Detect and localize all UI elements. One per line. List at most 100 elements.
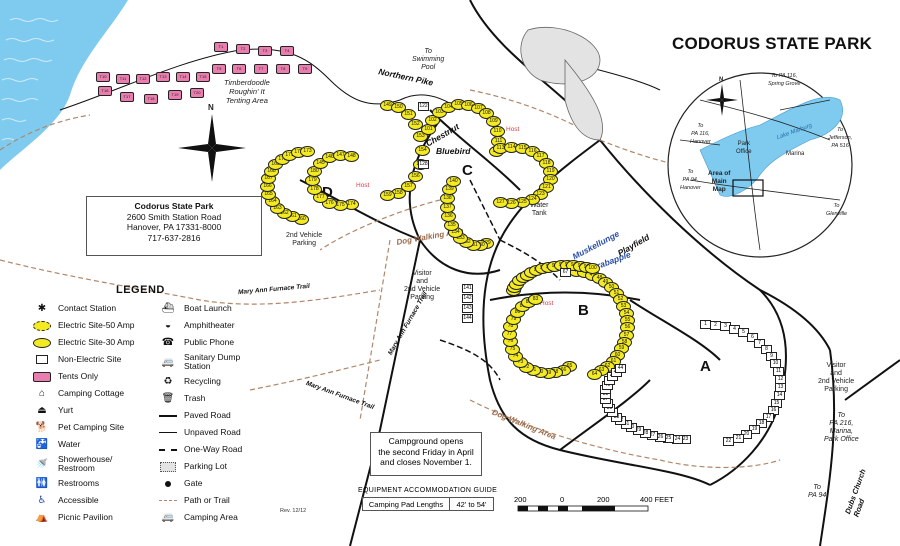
park-address: 2600 Smith Station Road [126, 211, 222, 222]
legend-right-item: Paved Road [158, 407, 242, 424]
tent-site[interactable]: T2 [236, 44, 250, 54]
campsite-a[interactable]: 44 [615, 364, 626, 373]
tent-site[interactable]: T11 [116, 74, 130, 84]
legend-left-item: ⌂Camping Cottage [32, 385, 135, 402]
campsite-non-electric[interactable]: 142 [462, 294, 473, 303]
scale-label-left: 200 [514, 495, 527, 504]
inset-label-glenville: To Glenville [826, 203, 848, 217]
campsite-d[interactable]: 156 [408, 171, 423, 182]
tent-site[interactable]: T13 [156, 72, 170, 82]
legend-label: Tents Only [58, 371, 99, 381]
legend-right-item: Path or Trail [158, 492, 242, 509]
area-a-label: A [700, 358, 711, 375]
legend-left-item: ✱Contact Station [32, 300, 135, 317]
campsite-a[interactable]: 6 [747, 333, 758, 342]
tent-site[interactable]: T18 [144, 94, 158, 104]
tent-site[interactable]: T8 [276, 64, 290, 74]
tent-site[interactable]: T10 [96, 72, 110, 82]
campsite-a[interactable]: 18 [756, 419, 767, 428]
host-label-b: Host [540, 300, 554, 307]
label-timberdoodle: Timberdoodle Roughin' It Tenting Area [224, 78, 270, 105]
campsite-c[interactable]: 127 [493, 197, 508, 208]
tent-site[interactable]: T6 [232, 64, 246, 74]
water-icon: 🚰 [35, 439, 49, 450]
campsite-d[interactable]: 154 [415, 145, 430, 156]
one-way-road-icon [158, 444, 178, 456]
campsite-a[interactable]: 5 [738, 328, 749, 337]
legend-label: Paved Road [184, 410, 231, 420]
campsite-a[interactable]: 21 [733, 434, 744, 443]
legend-right-item: ⛴Boat Launch [158, 300, 242, 317]
parking-lot-icon [158, 461, 178, 473]
legend-left-item: Electric Site-50 Amp [32, 317, 135, 334]
campsite-non-electric[interactable]: 141 [462, 284, 473, 293]
cottage-site[interactable]: 67 [560, 268, 571, 277]
tent-site[interactable]: T16 [98, 86, 112, 96]
tent-site[interactable]: T14 [176, 72, 190, 82]
revision-label: Rev. 12/12 [280, 508, 307, 514]
inset-north-label: N [719, 77, 724, 83]
campsite-d[interactable]: 151 [401, 109, 416, 120]
campsite-b[interactable]: 83 [528, 294, 543, 305]
restrooms-icon: 🚻 [35, 478, 49, 489]
campsite-c[interactable]: 140 [446, 176, 461, 187]
campsite-b[interactable]: 100 [585, 263, 600, 274]
campsite-d[interactable]: 150 [391, 102, 406, 113]
legend-right-item: ◒Amphitheater [158, 317, 242, 334]
legend-left-item: Non-Electric Site [32, 351, 135, 368]
campsite-non-electric[interactable]: 143 [462, 304, 473, 313]
legend-right-item: Unpaved Road [158, 424, 242, 441]
tent-site[interactable]: T19 [168, 90, 182, 100]
legend-label: Non-Electric Site [58, 354, 122, 364]
season-notice: Campground opens the second Friday in Ap… [370, 432, 482, 476]
tent-site[interactable]: T5 [212, 64, 226, 74]
campsite-d[interactable]: 145 [313, 158, 328, 169]
campsite-d[interactable]: 159 [380, 190, 395, 201]
campsite-a[interactable]: 22 [723, 437, 734, 446]
campsite-non-electric[interactable]: 144 [462, 314, 473, 323]
tent-site[interactable]: T9 [298, 64, 312, 74]
inset-label-pa116-hanover: To PA 116, Hanover [690, 123, 711, 145]
tent-site[interactable]: T17 [120, 92, 134, 102]
legend-left-item: ⛺Picnic Pavilion [32, 509, 135, 526]
campsite-a[interactable]: 7 [754, 339, 765, 348]
campsite-d[interactable]: 153 [413, 131, 428, 142]
label-2nd-vehicle-parking: 2nd Vehicle Parking [286, 232, 323, 247]
legend-label: Boat Launch [184, 303, 232, 313]
legend-label: Showerhouse/ Restroom [58, 454, 113, 473]
tent-site[interactable]: T3 [258, 46, 272, 56]
tent-site[interactable]: T12 [136, 74, 150, 84]
campsite-b[interactable]: 64 [587, 369, 602, 380]
tent-site[interactable]: T1 [214, 42, 228, 52]
tent-site[interactable]: T7 [254, 64, 268, 74]
campsite-d[interactable]: 157 [401, 181, 416, 192]
campsite-a[interactable]: 17 [763, 413, 774, 422]
legend-label: Electric Site-50 Amp [58, 320, 135, 330]
campsite-d[interactable]: 173 [300, 146, 315, 157]
legend-left-item: Tents Only [32, 368, 135, 385]
tent-site[interactable]: T4 [280, 46, 294, 56]
pet-camping-icon: 🐕 [35, 422, 49, 433]
trash-icon: 🗑 [161, 393, 175, 404]
electric-30-icon [32, 337, 52, 349]
label-swimming-pool: To Swimming Pool [412, 48, 445, 71]
cottage-site[interactable]: 128 [418, 160, 429, 169]
legend-label: Recycling [184, 376, 221, 386]
campsite-a[interactable]: 19 [749, 425, 760, 434]
north-arrow-icon [178, 114, 246, 182]
tent-site[interactable]: T15 [196, 72, 210, 82]
legend-right-item: ☎Public Phone [158, 334, 242, 351]
area-d-label: D [322, 184, 333, 201]
label-to-pa94: To PA 94 [808, 484, 827, 499]
legend-left-item: ♿Accessible [32, 492, 135, 509]
paved-road-icon [158, 410, 178, 422]
cottage-site[interactable]: 122 [418, 102, 429, 111]
tent-site[interactable]: T20 [190, 88, 204, 98]
legend-label: Accessible [58, 495, 99, 505]
legend-label: Electric Site-30 Amp [58, 337, 135, 347]
inset-label-pa116-spring: To PA 116, Spring Grove [768, 73, 801, 87]
park-phone: 717-637-2816 [147, 232, 201, 243]
campsite-d[interactable]: 148 [344, 151, 359, 162]
campsite-d[interactable]: 176 [322, 198, 337, 209]
legend-label: Pet Camping Site [58, 422, 125, 432]
